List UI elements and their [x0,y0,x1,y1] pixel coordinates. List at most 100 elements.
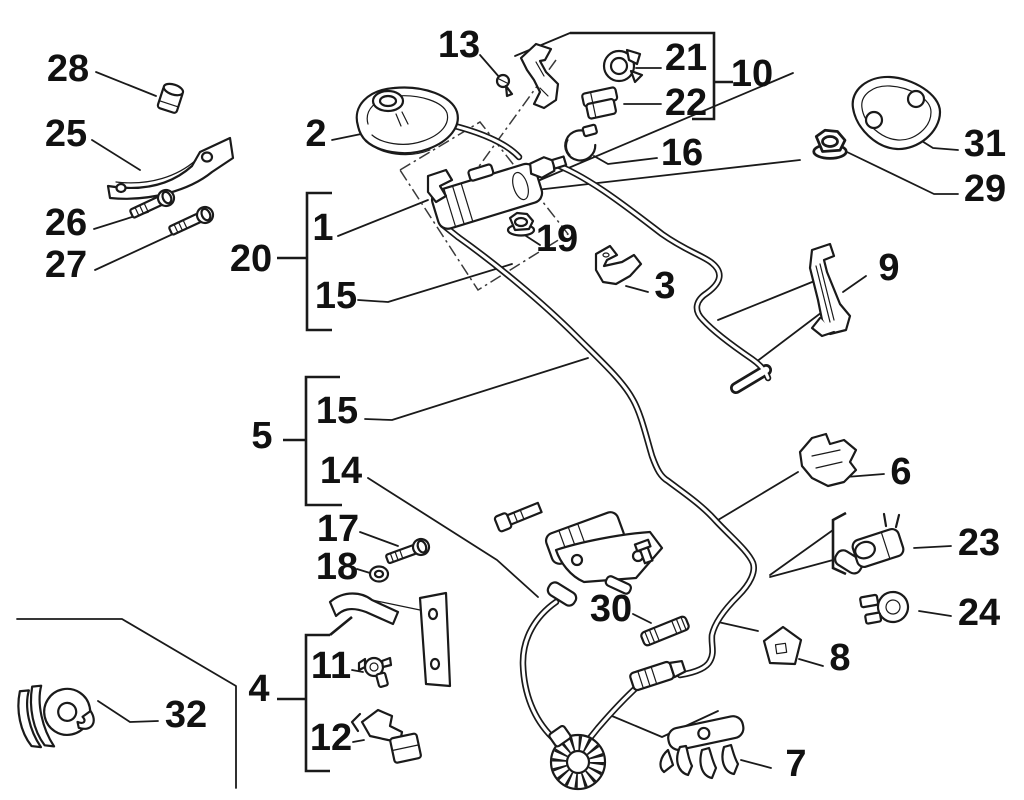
callout-3: 3 [654,265,675,307]
leader-left-boundary [16,618,237,789]
part-24-clamp [859,590,910,625]
leader-29 [846,151,959,195]
part-31-gasket [851,75,942,151]
callout-16: 16 [661,132,703,174]
part-13-screw [495,73,514,98]
callout-29: 29 [964,168,1006,210]
leader-13 [479,54,501,79]
leader-32 [97,700,159,723]
leader-30 [632,613,652,624]
leader-24 [918,610,952,617]
leader-7-mount [611,710,719,738]
part-16-hose-clamp [564,123,598,162]
part-23-connector [834,512,905,575]
leader-28 [95,71,157,97]
callout-1: 1 [312,207,333,249]
leader-17 [359,531,399,547]
leader-3 [625,285,649,293]
callout-11: 11 [311,645,351,687]
leader-25 [91,139,141,171]
hydraulic-pipes [439,120,772,752]
callout-27: 27 [45,244,87,286]
leader-mount-long-2 [535,159,801,191]
callout-12: 12 [310,717,352,759]
leader-18 [356,568,371,574]
callout-10: 10 [731,53,773,95]
callout-17: 17 [317,508,359,550]
part-19-flange-nut [506,211,536,237]
part-27-bolt [168,205,215,236]
leader-11 [351,669,364,673]
leader-6-mount [717,471,799,521]
bracket-group-10 [570,31,716,121]
callout-15a: 15 [315,275,357,317]
part-29-flange-nut [812,128,848,160]
callout-18: 18 [316,546,358,588]
callout-2: 2 [305,113,326,155]
part-1-master-cylinder [426,155,568,230]
callout-28: 28 [47,48,89,90]
part-11-valve [357,656,393,688]
leader-8-mount [717,621,759,632]
callout-30: 30 [590,588,632,630]
part-28-bushing [156,82,185,114]
callout-15b: 15 [316,390,358,432]
callout-9: 9 [878,247,899,289]
part-30-stud [640,615,690,647]
callout-19: 19 [536,218,578,260]
leader-6 [845,473,885,478]
leader-12 [352,739,365,743]
leader-15a [357,263,513,303]
leader-1 [337,199,429,237]
leader-7 [740,759,772,769]
callouts: 28 25 26 27 2 13 21 22 16 10 31 29 20 1 … [45,24,1006,785]
pipe-union-fitting [529,155,568,179]
leader-bracket13 [514,32,571,57]
part-12-bracket [350,708,422,764]
leader-27 [94,227,187,271]
leader-16 [593,155,658,165]
callout-25: 25 [45,113,87,155]
parts [17,42,942,791]
bellows-boot [548,724,607,791]
callout-7: 7 [785,743,806,785]
callout-31: 31 [964,123,1006,165]
callout-21: 21 [665,37,707,79]
callout-20: 20 [230,238,272,280]
bracket-group-23-24 [831,511,847,576]
callout-13: 13 [438,24,480,66]
leader-lines [16,32,959,789]
part-9-strap-bracket [808,242,852,338]
pipe-support-bracket [519,42,560,110]
callout-26: 26 [45,202,87,244]
part-2-fluid-reservoir [355,86,459,156]
hose-end-cap [546,581,578,607]
group-brackets [277,31,847,773]
part-17-bolt [385,537,431,565]
leader-23-24-mount-2 [769,559,834,578]
part-4-mounting-bracket [328,591,452,688]
callout-6: 6 [890,451,911,493]
leader-mount-long-1 [532,72,794,184]
part-21-grommet [602,48,644,84]
pipe-coupler [629,659,687,692]
callout-22: 22 [665,82,707,124]
leader-14 [367,477,539,598]
part-6-clip [798,432,858,488]
leader-9 [842,275,867,293]
leader-23-24-mount-1 [769,529,834,576]
hose-14 [519,598,560,741]
part-7-pipe-clip [659,715,745,780]
part-8-grommet [762,625,803,666]
callout-14: 14 [320,450,362,492]
part-3-clip [594,244,643,286]
callout-8: 8 [829,637,850,679]
bracket-group-4 [304,633,330,773]
bracket-group-20 [305,191,332,332]
part-25-bracket [106,136,235,200]
leader-8 [798,658,824,667]
callout-32: 32 [165,694,207,736]
leader-23 [913,545,952,549]
callout-23: 23 [958,522,1000,564]
part-18-washer [368,565,390,583]
